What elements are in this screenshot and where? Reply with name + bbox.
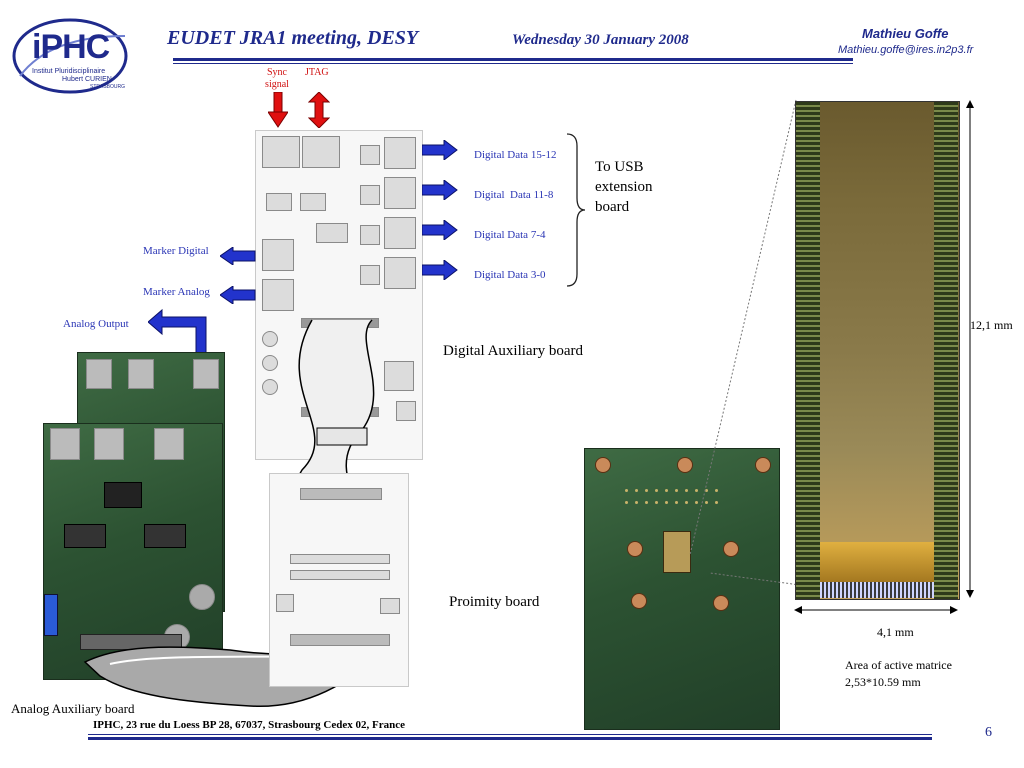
chip-width-dimension-icon — [794, 606, 958, 614]
digital-data-15-12-arrow-icon — [422, 140, 458, 160]
footer-rule-thick — [88, 737, 932, 740]
digital-data-7-4-label: Digital Data 7-4 — [474, 229, 546, 241]
chip-width-label: 4,1 mm — [877, 625, 914, 639]
active-area-line2: 2,53*10.59 mm — [845, 675, 921, 689]
footer-rule-thin — [88, 734, 932, 735]
sensor-chip-photo — [795, 101, 960, 600]
logo-swoosh-icon — [12, 18, 128, 94]
digital-data-3-0-arrow-icon — [422, 260, 458, 280]
digital-data-11-8-arrow-icon — [422, 180, 458, 200]
logo-letters: iPHC — [32, 28, 110, 66]
header-rule-thin — [173, 63, 853, 64]
iphc-logo: iPHC Institut Pluridisciplinaire Hubert … — [10, 16, 140, 96]
marker-analog-arrow-icon — [220, 286, 256, 304]
header-rule-thick — [173, 58, 853, 61]
sync-signal-label: Sync signal — [265, 67, 289, 90]
proximity-board-label: Proimity board — [449, 594, 540, 610]
meeting-date: Wednesday 30 January 2008 — [512, 32, 689, 48]
meeting-title: EUDET JRA1 meeting, DESY — [167, 27, 419, 49]
zoom-guide-lines — [689, 99, 801, 586]
logo-line2: Hubert CURIEN — [62, 76, 112, 83]
analog-output-label: Analog Output — [63, 318, 129, 330]
jtag-label: JTAG — [305, 67, 329, 78]
digital-auxiliary-board-label: Digital Auxiliary board — [443, 343, 583, 359]
digital-data-15-12-label: Digital Data 15-12 — [474, 149, 557, 161]
curly-brace-icon — [566, 133, 586, 287]
author-name: Mathieu Goffe — [862, 26, 949, 41]
proximity-board-photo — [584, 448, 780, 730]
analog-auxiliary-board-front-image — [43, 423, 223, 680]
jtag-bidirectional-arrow-icon — [308, 92, 330, 128]
usb-extension-label: To USB extension board — [595, 159, 653, 215]
chip-height-dimension-icon — [966, 100, 974, 598]
digital-data-7-4-arrow-icon — [422, 220, 458, 240]
logo-line1: Institut Pluridisciplinaire — [32, 68, 106, 75]
page-number: 6 — [985, 725, 992, 740]
footer-address: IPHC, 23 rue du Loess BP 28, 67037, Stra… — [93, 719, 405, 731]
sync-arrow-icon — [268, 92, 288, 128]
proximity-board-image — [269, 473, 409, 687]
chip-height-label: 12,1 mm — [970, 318, 1013, 332]
author-email: Mathieu.goffe@ires.in2p3.fr — [838, 44, 974, 56]
digital-data-3-0-label: Digital Data 3-0 — [474, 269, 546, 281]
analog-auxiliary-board-label: Analog Auxiliary board — [11, 701, 135, 716]
marker-analog-label: Marker Analog — [143, 286, 210, 298]
marker-digital-arrow-icon — [220, 247, 256, 265]
marker-digital-label: Marker Digital — [143, 245, 209, 257]
logo-line3: STRASBOURG — [90, 84, 126, 90]
digital-data-11-8-label: Digital Data 11-8 — [474, 189, 554, 201]
active-area-line1: Area of active matrice — [845, 658, 952, 672]
